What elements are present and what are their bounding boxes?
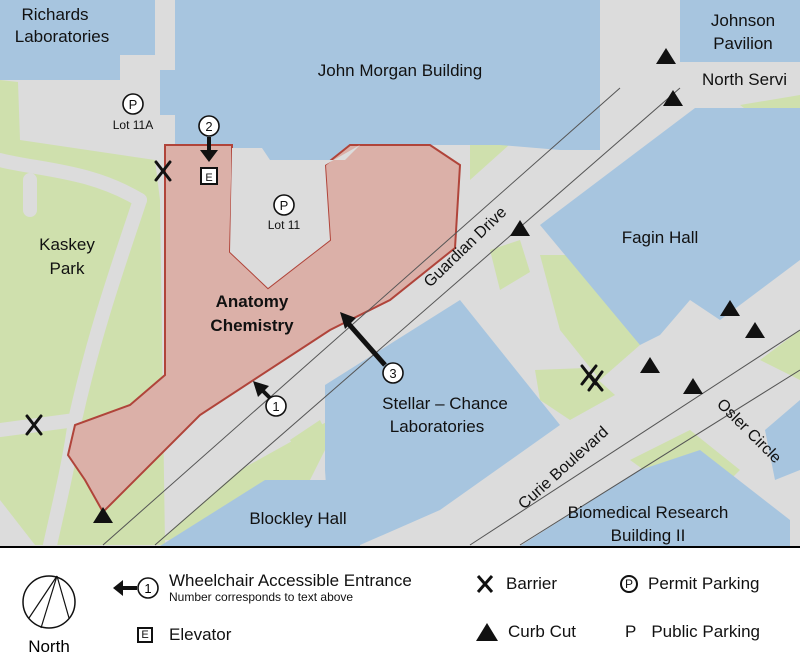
curb-cut-icon	[93, 507, 113, 523]
entrance-number: 2	[205, 119, 212, 134]
svg-text:1: 1	[144, 581, 151, 596]
label-blockley: Blockley Hall	[249, 509, 346, 528]
elevator-marker[interactable]: E	[200, 167, 218, 185]
elevator-icon	[200, 167, 218, 185]
building-richards	[0, 0, 155, 80]
entrance-3[interactable]: 3	[340, 312, 404, 384]
entrance-1[interactable]: 1	[253, 381, 287, 417]
label-johnson-l1: Johnson	[711, 11, 775, 30]
buildings	[0, 0, 800, 546]
elevator-label: Elevator	[169, 625, 232, 644]
label-richards-l2: Laboratories	[15, 27, 110, 46]
label-johnson-l2: Pavilion	[713, 34, 773, 53]
curb-cut-label: Curb Cut	[508, 622, 577, 641]
parking-lot-11a[interactable]: P Lot 11A	[113, 93, 153, 132]
curie-boulevard	[469, 329, 800, 546]
entrance-number: 3	[389, 366, 396, 381]
label-john-morgan: John Morgan Building	[318, 61, 482, 80]
building-john-morgan	[160, 0, 600, 160]
guardian-drive	[102, 87, 681, 546]
entrance-number: 1	[272, 399, 279, 414]
curb-cut-icon	[720, 300, 740, 316]
curb-cut-icon	[683, 378, 703, 394]
lot-11-label: Lot 11	[268, 218, 301, 232]
barrier-icon	[154, 160, 172, 182]
label-stellar-l2: Laboratories	[390, 417, 485, 436]
barrier-label: Barrier	[506, 574, 558, 593]
curb-cut-icon	[663, 90, 683, 106]
label-north-service: North Servi	[702, 70, 787, 89]
legend-elevator: E Elevator	[137, 625, 231, 645]
entrance-2[interactable]: 2	[198, 115, 220, 162]
label-fagin: Fagin Hall	[622, 228, 699, 247]
label-stellar-l1: Stellar – Chance	[382, 394, 508, 413]
label-biomedical-l1: Biomedical Research	[568, 503, 729, 522]
wheelchair-entrance-icon: 1	[113, 576, 159, 599]
wheelchair-note: Number corresponds to text above	[169, 590, 354, 604]
entrance-number-icon	[265, 395, 287, 417]
curb-cut-icon	[510, 220, 530, 236]
parking-symbol: P	[129, 97, 138, 112]
legend-barrier: Barrier	[476, 574, 557, 594]
north-label: North	[28, 637, 70, 656]
barrier-icon	[580, 364, 604, 392]
lot-11a-label: Lot 11A	[113, 118, 153, 132]
barriers	[25, 160, 604, 436]
public-parking-icon: P	[625, 622, 637, 641]
curb-cut-icon	[640, 357, 660, 373]
label-anatomy-l1: Anatomy	[216, 292, 289, 311]
entrance-number-icon	[198, 115, 220, 137]
curb-cut-icon	[476, 623, 498, 641]
label-biomedical-l2: Building II	[611, 526, 686, 545]
permit-parking-icon	[273, 194, 295, 216]
permit-parking-label: Permit Parking	[648, 574, 760, 593]
public-parking-label: Public Parking	[651, 622, 761, 641]
arrow-up-left-icon	[253, 381, 269, 397]
permit-parking-icon: P	[620, 575, 638, 593]
wheelchair-label: Wheelchair Accessible Entrance	[169, 571, 412, 590]
compass-icon	[22, 575, 76, 629]
elevator-symbol: E	[205, 172, 212, 184]
elevator-icon: E	[137, 627, 153, 643]
label-anatomy-l2: Chemistry	[210, 316, 294, 335]
curb-cut-icon	[656, 48, 676, 64]
label-kaskey-l1: Kaskey	[39, 235, 95, 254]
label-richards-l1: Richards	[21, 5, 88, 24]
arrow-up-left-icon	[340, 312, 356, 329]
arrow-down-icon	[200, 150, 218, 162]
park-paths	[0, 153, 147, 546]
barrier-icon	[25, 414, 43, 436]
legend-curb-cut: Curb Cut	[476, 622, 576, 642]
curb-cuts	[93, 48, 765, 523]
building-biomedical	[520, 450, 790, 546]
barrier-icon	[476, 575, 494, 593]
parking-lot-11[interactable]: P Lot 11	[268, 194, 301, 232]
entrance-number-icon	[382, 362, 404, 384]
lot-11-area	[230, 145, 360, 288]
curb-cut-icon	[745, 322, 765, 338]
legend-public-parking: P Public Parking	[625, 622, 760, 642]
building-blockley	[160, 480, 360, 546]
north-compass: North	[21, 574, 77, 658]
label-kaskey-l2: Park	[50, 259, 85, 278]
permit-parking-icon	[122, 93, 144, 115]
legend-permit-parking: P Permit Parking	[620, 574, 759, 594]
building-johnson	[680, 0, 800, 62]
parking-symbol: P	[280, 198, 289, 213]
building-fagin	[540, 108, 800, 345]
entrance-arrow-icon	[345, 320, 387, 367]
